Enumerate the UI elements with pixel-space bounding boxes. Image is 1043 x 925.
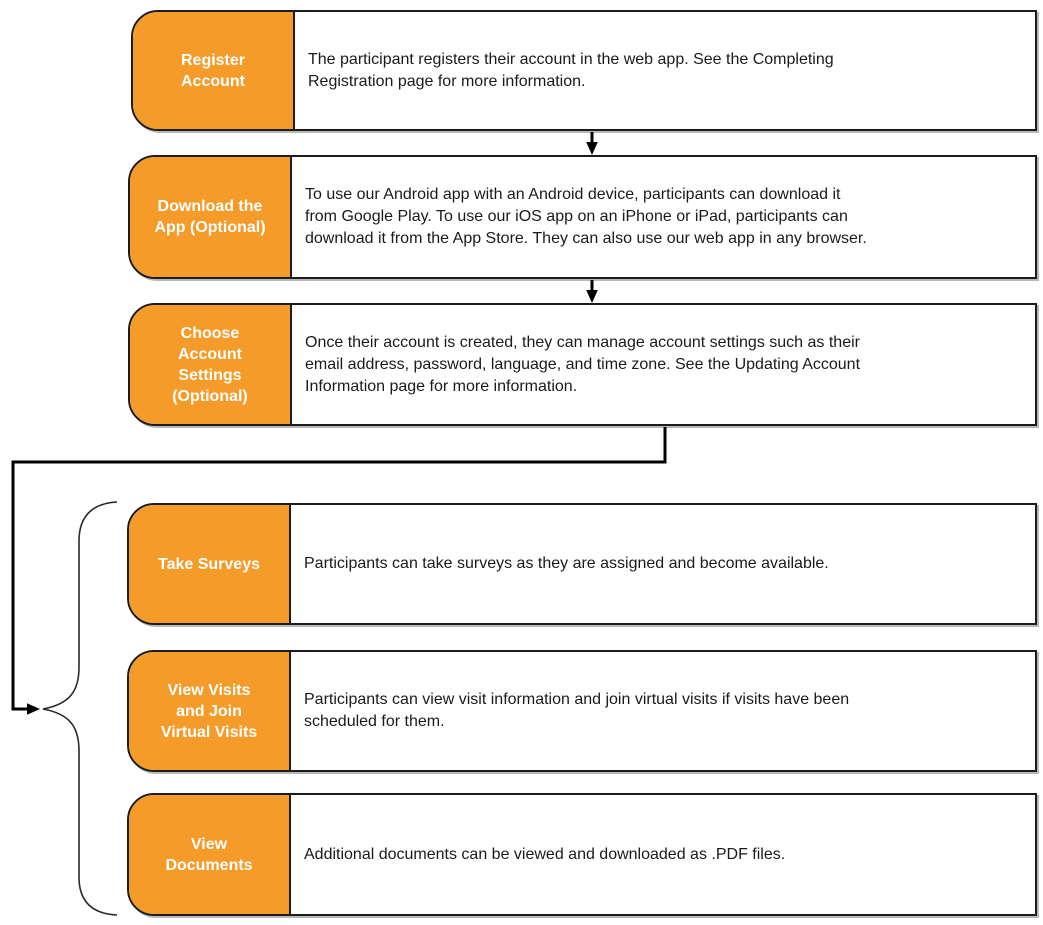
step-label: Download the App (Optional) [130,157,292,277]
step-label: Choose Account Settings (Optional) [130,305,292,424]
flow-step-view-visits-join-virtual-visits: View Visits and Join Virtual Visits Part… [127,650,1037,772]
flow-step-download-app: Download the App (Optional) To use our A… [128,155,1037,279]
flow-step-view-documents: View Documents Additional documents can … [127,793,1037,916]
step-description: Additional documents can be viewed and d… [304,845,786,863]
flow-step-take-surveys: Take Surveys Participants can take surve… [127,503,1037,625]
step-label: View Visits and Join Virtual Visits [129,652,291,770]
arrow-down-1-icon [586,132,598,155]
flow-step-choose-account-settings: Choose Account Settings (Optional) Once … [128,303,1037,426]
step-label: Take Surveys [129,505,291,623]
step-description: To use our Android app with an Android d… [305,186,867,247]
step-label: View Documents [129,795,291,914]
step-label: Register Account [133,12,295,129]
flow-step-register-account: Register Account The participant registe… [131,10,1037,131]
step-description: The participant registers their account … [308,50,834,90]
arrow-down-2-icon [586,280,598,303]
group-brace-icon [42,501,118,916]
step-description: Participants can take surveys as they ar… [304,555,829,572]
step-description: Once their account is created, they can … [305,333,861,395]
step-description: Participants can view visit information … [304,691,850,730]
